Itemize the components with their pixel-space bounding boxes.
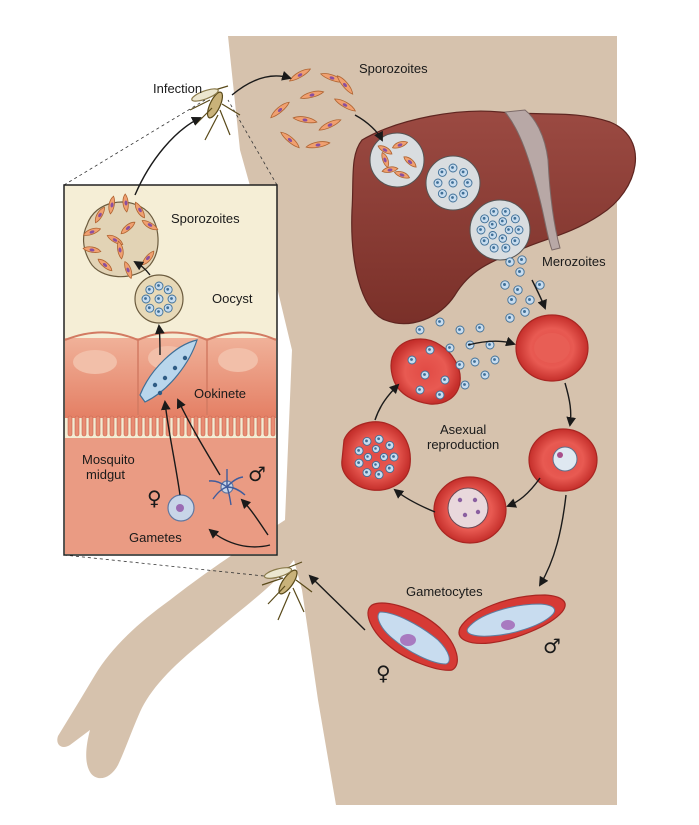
arrow-ring-to-gametocytes xyxy=(538,494,567,587)
female-symbol-gametes: ♀ xyxy=(147,486,162,510)
sporozoite xyxy=(82,227,102,236)
sporozoite xyxy=(299,90,325,99)
label-ookinete: Ookinete xyxy=(194,386,247,401)
sporozoite xyxy=(82,246,102,253)
arrow-schiz-to-rupt xyxy=(374,383,400,421)
sporozoite xyxy=(292,116,318,124)
arrow-inset-to-mosquito xyxy=(134,116,202,196)
arrow-infection-to-sporozoites xyxy=(231,71,292,96)
male-symbol-gametocyte: ♂ xyxy=(543,634,561,658)
sporozoite xyxy=(403,156,417,168)
sporozoite xyxy=(381,151,390,169)
label-sporozoites-top: Sporozoites xyxy=(359,61,428,76)
released-merozoites xyxy=(407,317,500,400)
rbc-trophozoite xyxy=(433,476,507,544)
male-symbol-gametes: ♂ xyxy=(248,462,266,486)
sporozoite xyxy=(97,258,113,272)
merozoites-stream xyxy=(500,255,545,323)
sporozoite xyxy=(381,166,399,173)
sporozoite xyxy=(122,193,129,213)
label-merozoites: Merozoites xyxy=(542,254,606,269)
arrow-male-to-ookinete xyxy=(176,398,221,476)
rbc-ring-stage xyxy=(528,428,598,492)
sporozoite xyxy=(391,140,409,149)
arrow-gametocytes-to-mosquito xyxy=(308,574,366,631)
sporozoite xyxy=(393,170,411,179)
liver-cell-parasites xyxy=(377,140,524,253)
rbc-normal xyxy=(515,314,589,382)
label-asexual-1: Asexual xyxy=(440,422,487,437)
female-gametocyte xyxy=(367,602,458,671)
sporozoite xyxy=(141,220,159,231)
female-symbol-gametocyte: ♀ xyxy=(376,661,391,685)
label-gametes: Gametes xyxy=(129,530,182,545)
arrow-troph-to-schiz xyxy=(393,488,436,513)
label-gametocytes: Gametocytes xyxy=(406,584,483,599)
arrow-ookinete-to-oocyst xyxy=(154,324,165,356)
arrow-liver-to-merozoites xyxy=(531,279,547,310)
inset-female-gamete xyxy=(167,494,195,522)
gallbladder-ligament xyxy=(504,109,561,251)
sporozoite xyxy=(288,68,312,82)
label-oocyst: Oocyst xyxy=(212,291,253,306)
arrow-sporozoites-to-liver xyxy=(354,114,383,142)
label-infection: Infection xyxy=(153,81,203,96)
arrow-ring-to-troph xyxy=(506,477,541,508)
label-mosquito-midgut-1: Mosquito xyxy=(82,452,135,467)
arrow-rupt-to-rbc xyxy=(467,336,516,347)
label-mosquito-midgut-2: midgut xyxy=(86,467,126,482)
sporozoite xyxy=(108,195,115,215)
liver xyxy=(351,109,637,325)
sporozoite xyxy=(270,101,290,119)
sporozoite xyxy=(124,260,133,280)
skin-sporozoites xyxy=(270,68,357,149)
arrow-rbc-to-ring xyxy=(564,382,577,427)
label-sporozoites-inset: Sporozoites xyxy=(171,211,240,226)
mosquito-bottom xyxy=(261,561,313,621)
inset-male-gamete xyxy=(208,469,246,506)
inset-sporozoites-burst xyxy=(82,193,159,280)
arrow-male-to-gamete xyxy=(240,498,269,536)
sporozoite xyxy=(336,75,354,95)
sporozoite xyxy=(305,141,331,149)
sporozoite xyxy=(377,145,393,155)
cycle-arrows xyxy=(133,71,577,631)
sporozoite xyxy=(333,98,357,112)
sporozoite xyxy=(117,240,124,260)
arrow-oocyst-to-sporozoites xyxy=(133,260,151,276)
inset-oocyst xyxy=(134,274,184,324)
sporozoite xyxy=(94,206,105,224)
mosquito-top xyxy=(189,85,241,141)
midgut-microvilli xyxy=(67,415,276,437)
label-asexual-2: reproduction xyxy=(427,437,500,452)
sporozoite xyxy=(318,119,342,131)
rbc-schizont xyxy=(341,421,411,491)
sporozoite xyxy=(134,201,145,219)
arrow-gamete-to-gut xyxy=(208,528,271,548)
sporozoite xyxy=(120,221,136,235)
liver-cell-sporozoites xyxy=(369,132,425,188)
arrow-female-to-ookinete xyxy=(160,400,181,496)
male-gametocyte xyxy=(458,594,566,645)
sporozoite xyxy=(280,131,300,149)
inset-ookinete xyxy=(139,339,198,403)
